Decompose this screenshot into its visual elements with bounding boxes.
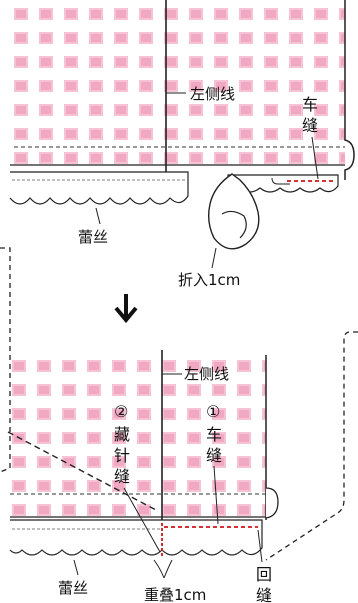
seam-label-top-2: 缝 bbox=[302, 116, 318, 135]
step2-panel: 左侧线 ② 藏 针 缝 ① 车 缝 蕾丝 重叠1cm 回 缝 bbox=[7, 331, 358, 603]
callout-dashed-left-top bbox=[0, 247, 11, 473]
fold-curl bbox=[221, 210, 247, 239]
fold-leader bbox=[211, 247, 217, 269]
arrow-down-icon bbox=[114, 294, 138, 324]
fabric-area-bottom bbox=[10, 360, 266, 518]
machine-stitch-label-1: 车 bbox=[206, 425, 222, 444]
blind-stitch-label-2: 针 bbox=[114, 446, 130, 465]
blind-stitch-leader bbox=[123, 487, 161, 553]
right-edge-top bbox=[344, 0, 355, 180]
machine-stitch-label-2: 缝 bbox=[206, 446, 222, 465]
blind-stitch-label-3: 缝 bbox=[114, 467, 130, 486]
left-side-line-label-top: 左侧线 bbox=[190, 85, 235, 103]
back-stitch-label-1: 回 bbox=[256, 565, 272, 584]
overlap-label: 重叠1cm bbox=[144, 586, 206, 603]
lace-leader-bottom bbox=[73, 559, 79, 576]
lace-label-top: 蕾丝 bbox=[78, 228, 108, 246]
seam-label-top-1: 车 bbox=[302, 95, 318, 114]
step1-panel: 左侧线 车 缝 蕾丝 折入1cm bbox=[0, 0, 355, 473]
pin-mark bbox=[271, 177, 290, 185]
left-side-line-label-bottom: 左侧线 bbox=[184, 365, 229, 383]
step-number-2: ② bbox=[114, 402, 128, 421]
lace-label-bottom: 蕾丝 bbox=[58, 579, 88, 597]
lace-leader-top bbox=[95, 207, 101, 225]
lace-left-top bbox=[9, 171, 189, 205]
back-stitch-label-2: 缝 bbox=[256, 586, 272, 603]
fabric-area-top bbox=[10, 0, 345, 165]
machine-stitch-leader bbox=[213, 465, 219, 525]
step-number-1: ① bbox=[206, 402, 220, 421]
rolled-edge-bottom bbox=[265, 487, 279, 519]
back-stitch-leader bbox=[257, 529, 263, 563]
callout-dashed-diagonal-left bbox=[7, 431, 157, 511]
blind-stitch-label-1: 藏 bbox=[114, 425, 130, 444]
fold-in-label: 折入1cm bbox=[178, 271, 240, 289]
overlap-bracket bbox=[153, 559, 173, 579]
lace-bottom bbox=[9, 519, 263, 556]
callout-dashed-right bbox=[265, 331, 358, 561]
seam-leader-top bbox=[311, 136, 319, 180]
